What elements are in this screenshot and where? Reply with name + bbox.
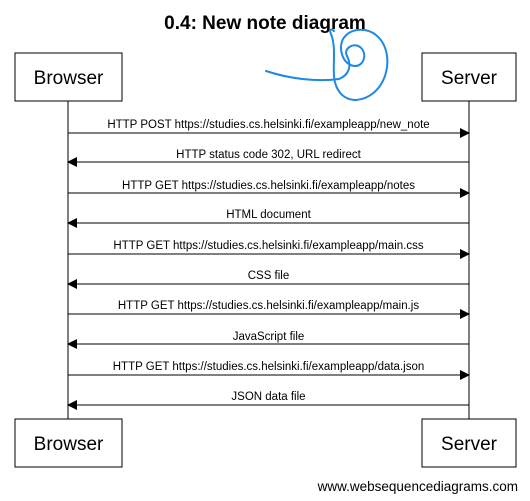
message-3: HTTP GET https://studies.cs.helsinki.fi/… [68, 180, 470, 198]
message-2: HTTP status code 302, URL redirect [67, 149, 469, 167]
message-1-label: HTTP POST https://studies.cs.helsinki.fi… [107, 119, 429, 131]
browser-actor-top-label: Browser [34, 68, 104, 89]
message-6-label: CSS file [248, 270, 290, 282]
message-2-label: HTTP status code 302, URL redirect [176, 149, 362, 161]
message-4: HTML document [67, 209, 469, 228]
message-7-label: HTTP GET https://studies.cs.helsinki.fi/… [118, 300, 420, 312]
message-10: JSON data file [67, 391, 469, 410]
message-10-label: JSON data file [231, 391, 305, 403]
message-4-label: HTML document [226, 209, 311, 221]
diagram-title: 0.4: New note diagram [164, 13, 366, 34]
message-8-label: JavaScript file [233, 331, 305, 343]
footer-link[interactable]: www.websequencediagrams.com [317, 479, 518, 494]
message-5: HTTP GET https://studies.cs.helsinki.fi/… [68, 240, 470, 259]
browser-actor-bottom: Browser [14, 418, 123, 468]
server-actor-top-label: Server [441, 68, 498, 89]
message-9-label: HTTP GET https://studies.cs.helsinki.fi/… [113, 361, 425, 373]
message-8: JavaScript file [67, 331, 469, 349]
message-3-label: HTTP GET https://studies.cs.helsinki.fi/… [122, 180, 415, 192]
message-6: CSS file [67, 270, 469, 289]
message-9: HTTP GET https://studies.cs.helsinki.fi/… [68, 361, 470, 380]
scribble-annotation [265, 28, 389, 101]
browser-actor-top: Browser [14, 52, 123, 102]
message-1: HTTP POST https://studies.cs.helsinki.fi… [68, 119, 470, 138]
server-actor-top: Server [421, 52, 517, 102]
server-actor-bottom: Server [421, 418, 517, 468]
browser-actor-bottom-label: Browser [34, 434, 104, 455]
message-5-label: HTTP GET https://studies.cs.helsinki.fi/… [113, 240, 423, 252]
server-actor-bottom-label: Server [441, 434, 498, 455]
message-7: HTTP GET https://studies.cs.helsinki.fi/… [68, 300, 470, 319]
